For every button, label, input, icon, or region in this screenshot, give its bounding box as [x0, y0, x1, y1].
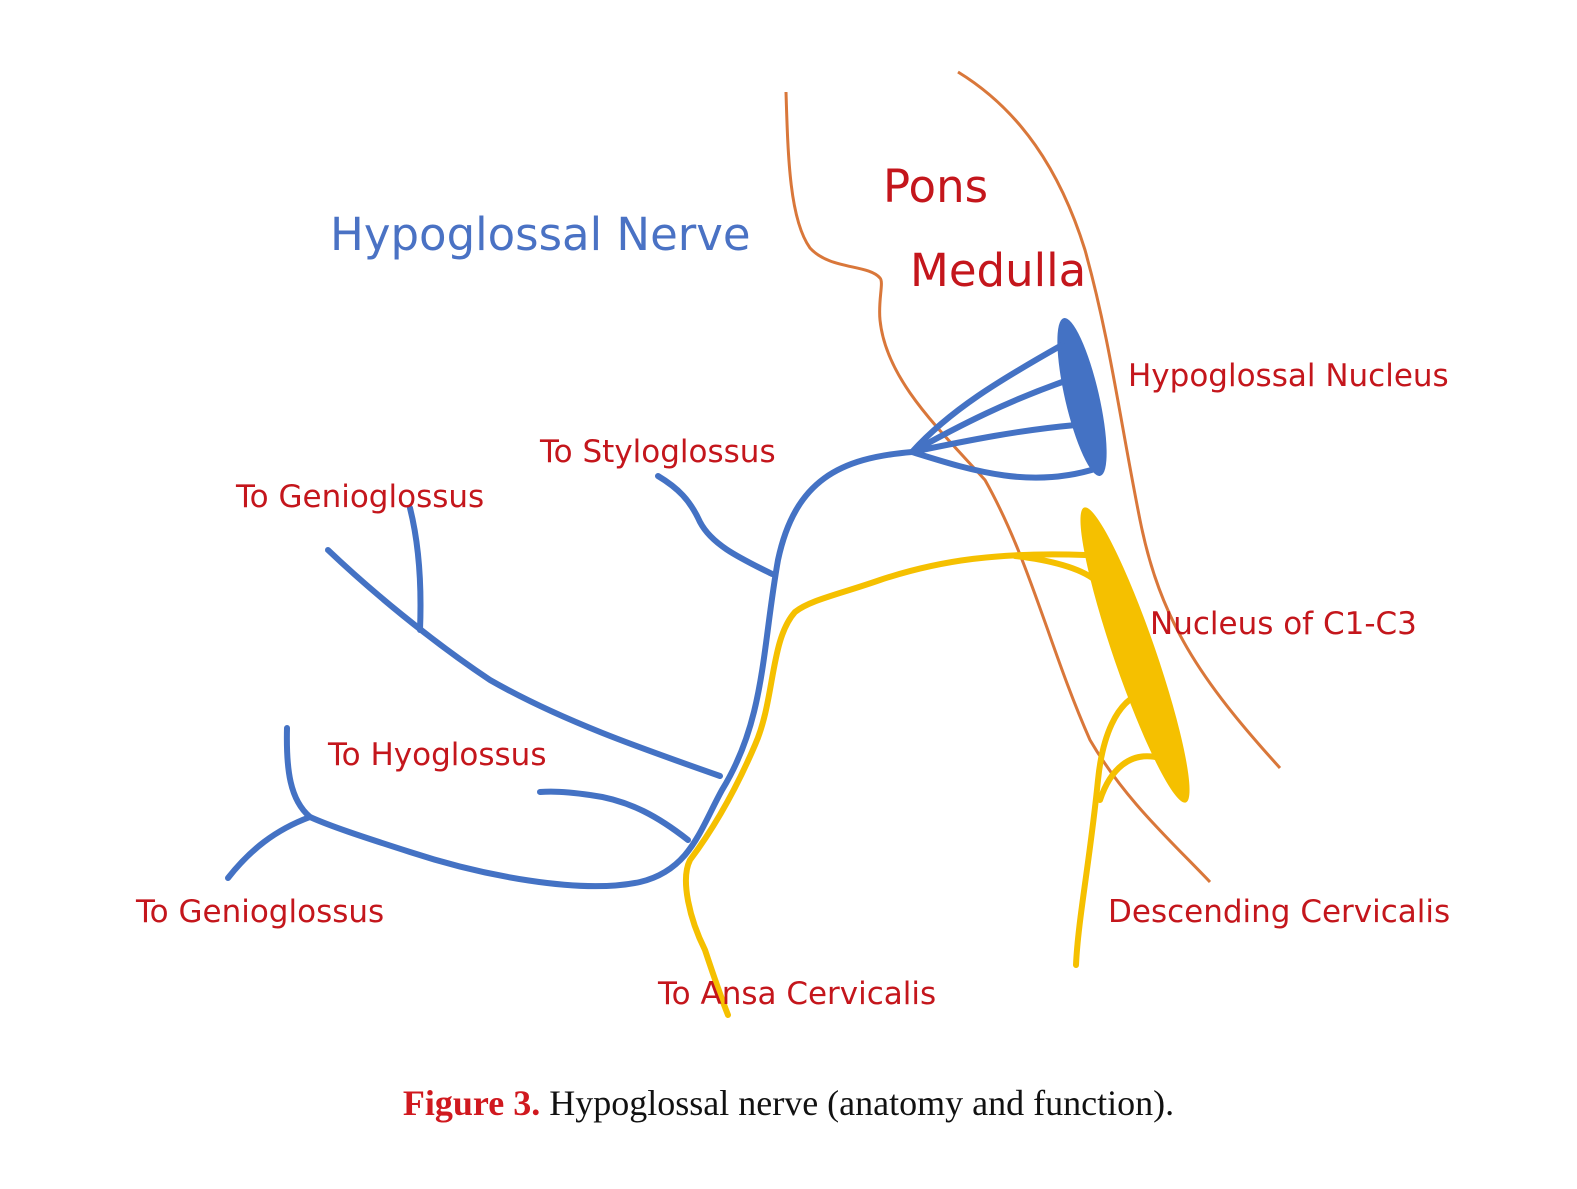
branch-genioglossus-lower	[283, 725, 313, 820]
c1c3-fiber-join	[1012, 553, 1098, 583]
label-to-genioglossus-lower: To Genioglossus	[135, 894, 384, 930]
descending-cervicalis-fiber	[1073, 689, 1148, 968]
label-pons: Pons	[883, 160, 988, 213]
cervical-fibers	[682, 507, 1190, 1018]
label-to-genioglossus-upper: To Genioglossus	[235, 479, 484, 515]
c1c3-fiber-upper	[682, 551, 1088, 1018]
brainstem-outline-left	[784, 91, 1212, 884]
label-descending-cervicalis: Descending Cervicalis	[1108, 894, 1450, 930]
hypoglossal-nucleus-mark	[1057, 317, 1107, 477]
branch-genioglossus-upper-twig	[407, 505, 424, 633]
rootlet-3	[909, 422, 1079, 455]
branch-styloglossus	[655, 473, 775, 577]
hypoglossal-nerve	[225, 317, 1107, 890]
branch-genioglossus-lower-twig	[225, 814, 313, 881]
c1c3-nucleus-mark	[1080, 507, 1190, 803]
rootlet-2	[909, 377, 1071, 455]
descending-cervicalis-join	[1097, 753, 1163, 803]
rootlet-4	[909, 449, 1101, 481]
label-nucleus-c1c3: Nucleus of C1-C3	[1150, 606, 1417, 642]
label-medulla: Medulla	[910, 244, 1086, 297]
branch-hyoglossus	[537, 788, 691, 843]
figure-caption: Figure 3. Hypoglossal nerve (anatomy and…	[0, 1082, 1577, 1124]
branch-genioglossus-upper	[325, 547, 723, 779]
label-to-styloglossus: To Styloglossus	[539, 434, 776, 470]
main-trunk	[307, 449, 915, 890]
label-to-hyoglossus: To Hyoglossus	[327, 737, 546, 773]
label-to-ansa-cervicalis: To Ansa Cervicalis	[657, 976, 936, 1012]
figure-caption-text: Hypoglossal nerve (anatomy and function)…	[540, 1083, 1175, 1123]
rootlet-1	[909, 342, 1065, 455]
diagram-title: Hypoglossal Nerve	[330, 208, 751, 261]
label-hypoglossal-nucleus: Hypoglossal Nucleus	[1128, 358, 1449, 394]
brainstem-outline-right	[957, 70, 1282, 770]
figure-label: Figure 3.	[402, 1083, 541, 1123]
